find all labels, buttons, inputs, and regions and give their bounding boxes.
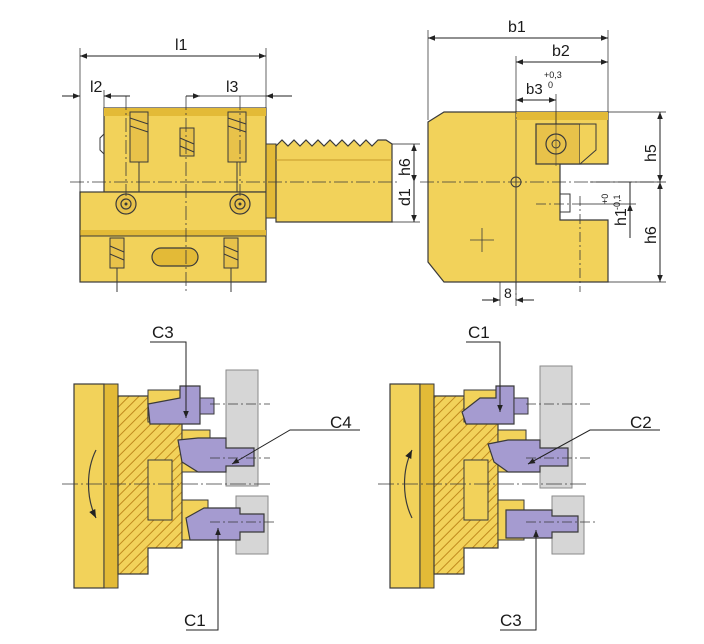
dim-d1: d1	[397, 188, 414, 206]
callout-left-c4: C4	[330, 413, 352, 432]
callout-right-c3: C3	[500, 611, 522, 630]
rotation-arrow-icon	[87, 449, 97, 519]
assembly-right: C1 C2 C3	[378, 323, 660, 631]
center-screw-icon	[179, 127, 195, 157]
dim-l3: l3	[226, 79, 239, 96]
insert-c3	[505, 509, 579, 539]
insert-c1	[461, 385, 529, 425]
dim-h1-tol-upper: +0	[600, 194, 610, 204]
dim-h6-left: h6	[397, 158, 414, 176]
dim-l2: l2	[90, 79, 103, 96]
dim-l1: l1	[175, 37, 188, 54]
serrated-shank	[275, 139, 393, 223]
dim-b3-tol-upper: +0,3	[544, 70, 562, 80]
insert-c1	[185, 507, 265, 541]
assembly-left: C3 C4 C1	[62, 323, 360, 631]
dim-b3-tol-lower: 0	[548, 80, 553, 90]
workpiece	[225, 369, 259, 487]
dim-b3: b3	[526, 81, 543, 98]
round-screw-icon	[115, 193, 137, 215]
side-view: l1 l2 l3 h6 d1	[62, 37, 420, 292]
callout-right-c2: C2	[630, 413, 652, 432]
dim-b2: b2	[552, 43, 570, 60]
front-view: b1 b2 b3 +0,3 0 h5 h1 +0 -0,1 h6 8	[420, 19, 666, 306]
coolant-slot	[151, 247, 199, 267]
dim-h1-tol-lower: -0,1	[612, 194, 622, 210]
callout-right-c1: C1	[468, 323, 490, 342]
dim-h5: h5	[643, 144, 660, 162]
dim-b1: b1	[508, 19, 526, 36]
dim-8: 8	[504, 285, 512, 301]
dim-h6-right: h6	[643, 226, 660, 244]
rotation-arrow-icon	[403, 449, 413, 519]
round-screw-icon	[229, 193, 251, 215]
workpiece	[539, 365, 573, 489]
clamp-screw-icon	[227, 111, 247, 192]
dim-h1: h1	[613, 208, 630, 226]
callout-left-c3: C3	[152, 323, 174, 342]
bottom-screw-icon	[223, 237, 239, 292]
bottom-screw-icon	[109, 237, 125, 292]
clamp-screw-icon	[129, 111, 149, 192]
insert-c2	[487, 439, 569, 473]
callout-left-c1: C1	[184, 611, 206, 630]
insert-pocket	[535, 123, 581, 165]
